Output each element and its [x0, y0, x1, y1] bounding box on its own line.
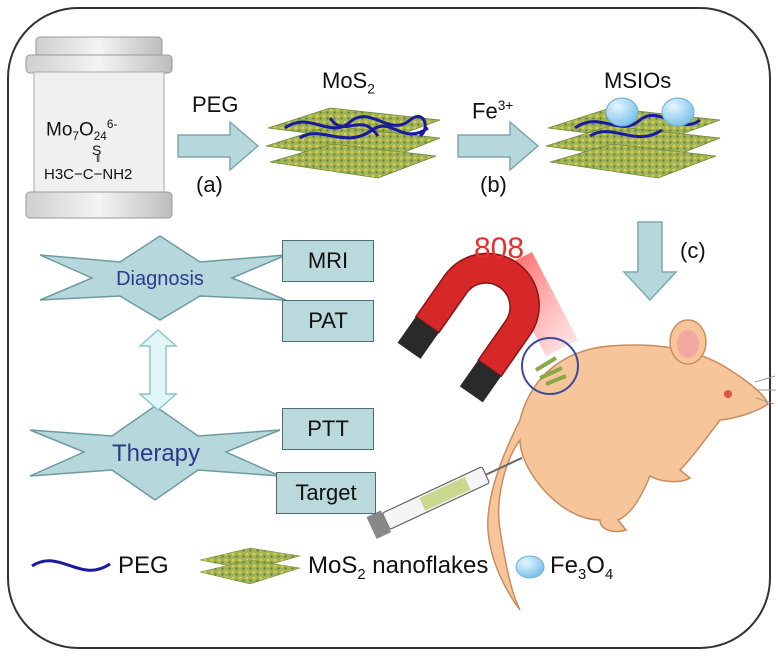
- fe3o4-particle: [661, 97, 695, 127]
- step-b-label: (b): [480, 172, 507, 197]
- thioacetamide-s-label: S: [92, 142, 102, 158]
- step-b-reagent: Fe3+: [472, 98, 514, 124]
- target-box: Target: [276, 472, 376, 514]
- precursor-jar: [25, 36, 173, 219]
- legend-peg-label: PEG: [118, 552, 169, 579]
- legend-mos2-flake: [199, 547, 301, 585]
- thioacetamide-bond: ‖: [96, 154, 101, 165]
- arrow-step-c: [622, 221, 678, 302]
- fe3o4-particle: [605, 97, 639, 127]
- msios-title: MSIOs: [604, 68, 672, 93]
- legend-peg-line: [31, 559, 111, 572]
- mouse: [487, 319, 776, 611]
- arrow-step-b: [457, 120, 540, 172]
- mos2-peg-flakes: [265, 107, 441, 179]
- msios-flakes: [545, 97, 721, 179]
- pat-box: PAT: [282, 300, 374, 342]
- arrow-step-a: [177, 120, 260, 172]
- magnet: [397, 252, 540, 403]
- legend-mos2-label: MoS2 nanoflakes: [308, 552, 489, 583]
- ptt-box: PTT: [282, 408, 374, 450]
- mos2-title: MoS2: [322, 68, 375, 97]
- legend-fe3o4-ball: [515, 555, 545, 579]
- step-a-label: (a): [196, 172, 223, 197]
- mri-box: MRI: [282, 240, 374, 282]
- syringe: [366, 456, 523, 539]
- legend-fe3o4-label: Fe3O4: [550, 552, 614, 583]
- therapy-label: Therapy: [111, 440, 201, 467]
- thioacetamide-formula: H3C−C−NH2: [44, 166, 133, 183]
- tumor-site-circle: [521, 337, 579, 395]
- double-arrow: [138, 328, 178, 412]
- laser-wavelength: 808: [474, 232, 525, 265]
- step-a-reagent: PEG: [192, 92, 239, 117]
- diagnosis-label: Diagnosis: [116, 268, 204, 290]
- step-c-label: (c): [680, 238, 706, 263]
- precursor-ion-label: Mo7O246-: [46, 118, 118, 144]
